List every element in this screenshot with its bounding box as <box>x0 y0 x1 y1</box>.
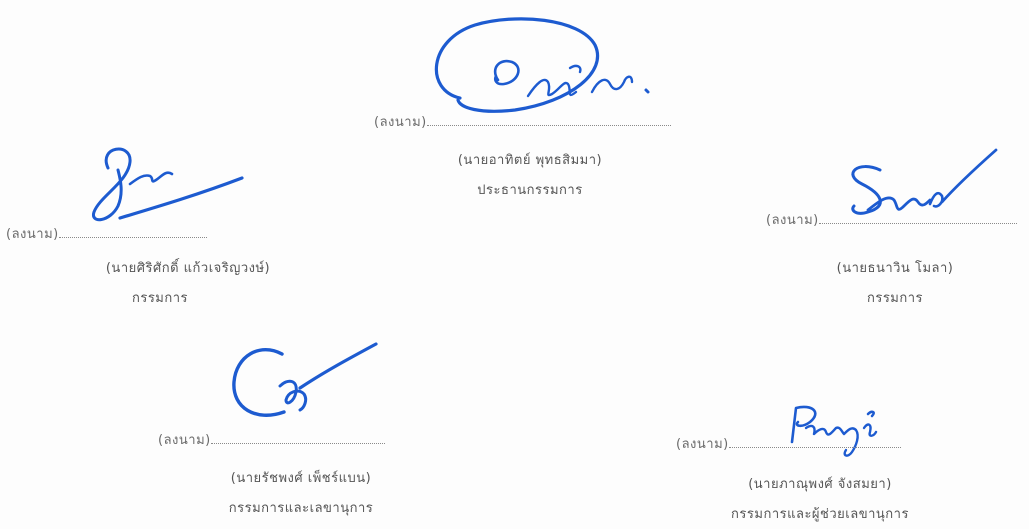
secretary-sign-label: (ลงนาม) <box>158 433 211 448</box>
member-right-role: กรรมการ <box>866 291 924 306</box>
member-left-signature <box>92 147 244 222</box>
chairman-role: ประธานกรรมการ <box>477 183 583 198</box>
assistant-secretary-role: กรรมการและผู้ช่วยเลขานุการ <box>731 507 909 522</box>
member-left-role: กรรมการ <box>131 291 189 306</box>
assistant-secretary-signature <box>790 405 878 457</box>
member-right-signature <box>851 148 998 215</box>
secretary-signature <box>232 342 378 417</box>
assistant-secretary-sign-label: (ลงนาม) <box>676 437 729 452</box>
chairman-signature <box>434 17 650 113</box>
secretary-dotted-line <box>210 433 385 444</box>
secretary-role: กรรมการและเลขานุการ <box>228 501 374 516</box>
chairman-dotted-line <box>426 115 671 126</box>
chairman-sign-label: (ลงนาม) <box>374 115 427 130</box>
chairman-sign-line: (ลงนาม) <box>374 111 671 132</box>
member-right-sign-line: (ลงนาม) <box>766 209 1017 230</box>
assistant-secretary-name: (นายภาณุพงศ์ จังสมยา) <box>748 477 892 492</box>
secretary-sign-line: (ลงนาม) <box>158 429 385 450</box>
member-right-name: (นายธนาวิน โมลา) <box>836 261 954 276</box>
member-right-sign-label: (ลงนาม) <box>766 213 819 228</box>
assistant-secretary-dotted-line <box>728 437 901 448</box>
assistant-secretary-sign-line: (ลงนาม) <box>676 433 901 454</box>
chairman-name: (นายอาทิตย์ พุทธสิมมา) <box>457 153 603 168</box>
member-left-sign-label: (ลงนาม) <box>6 227 59 242</box>
member-left-dotted-line <box>58 227 207 238</box>
member-right-dotted-line <box>818 213 1017 224</box>
member-left-sign-line: (ลงนาม) <box>6 223 207 244</box>
member-left-name: (นายศิริศักดิ์ แก้วเจริญวงษ์) <box>105 261 271 276</box>
secretary-name: (นายรัชพงศ์ เพ็ชร์แบน) <box>230 471 372 486</box>
